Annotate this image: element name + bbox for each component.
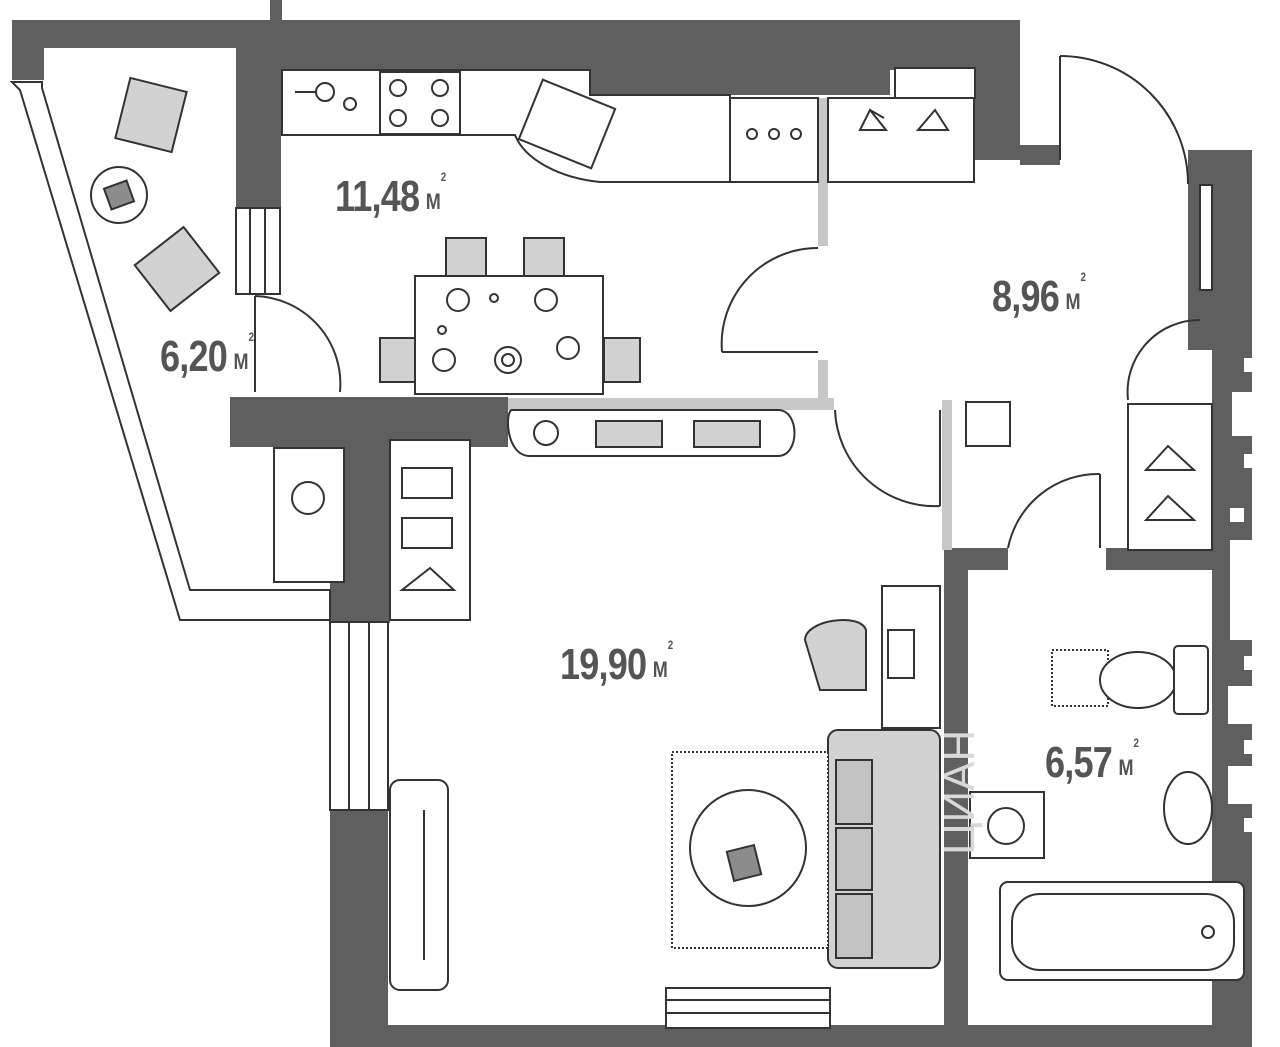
kitchen-counter [281, 67, 976, 183]
area-unit: М [1065, 289, 1081, 314]
living-furniture [389, 585, 941, 991]
bathroom-fixtures [969, 645, 1245, 981]
area-value-kitchen: 11,48 [335, 172, 420, 221]
area-sup: 2 [1133, 736, 1139, 751]
hall-wardrobe [965, 401, 1213, 551]
windows [235, 184, 1213, 1029]
area-value-living: 19,90 [560, 640, 647, 689]
area-value-bathroom: 6,57 [1045, 738, 1113, 787]
area-sup: 2 [440, 170, 446, 185]
area-unit: М [425, 189, 441, 214]
area-value-balcony: 6,20 [160, 332, 228, 381]
bookshelf [507, 409, 796, 457]
dining-set [379, 237, 641, 395]
watermark: ЦИАН [935, 729, 984, 855]
balcony-outline [9, 81, 331, 621]
area-unit: М [233, 349, 249, 374]
balcony-furniture [90, 76, 221, 313]
doors [254, 55, 1201, 549]
area-sup: 2 [1080, 270, 1086, 285]
area-sup: 2 [667, 638, 673, 653]
right-wall-windows [1228, 358, 1256, 832]
area-unit: М [1118, 755, 1134, 780]
area-sup: 2 [248, 330, 254, 345]
area-value-hall: 8,96 [992, 272, 1060, 321]
partitions [508, 98, 952, 550]
area-unit: М [652, 657, 668, 682]
storage-left [273, 439, 471, 621]
